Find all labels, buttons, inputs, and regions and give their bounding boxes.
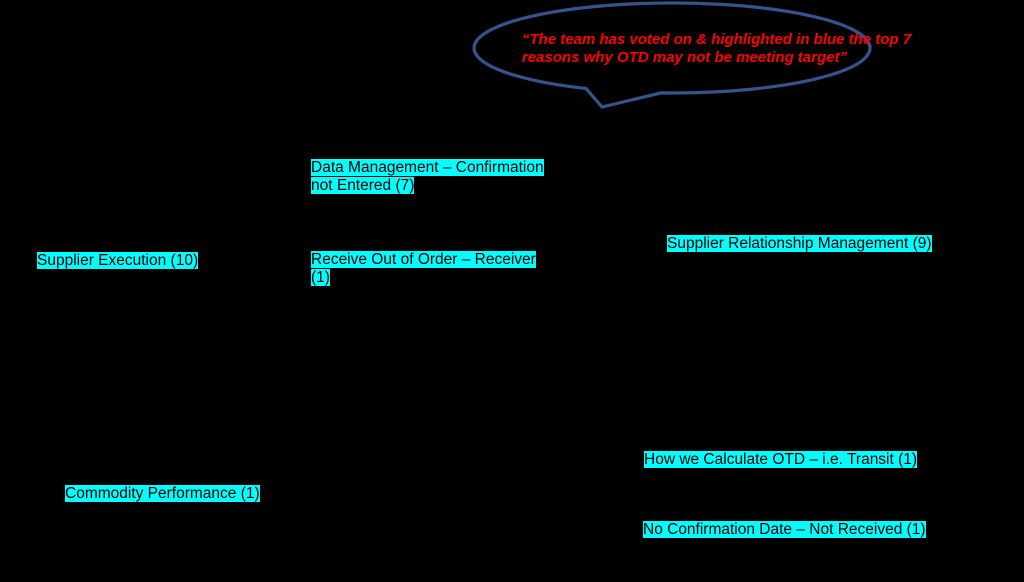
cause-label-text: Supplier Execution (10) [37,252,199,269]
cause-label-supplier-execution: Supplier Execution (10) [37,252,199,270]
cause-label-text: No Confirmation Date – Not Received (1) [643,521,926,538]
cause-label-text: Commodity Performance (1) [65,485,260,502]
cause-label-commodity-performance: Commodity Performance (1) [65,485,260,503]
callout-line-1: “The team has voted on & highlighted in … [522,31,912,48]
cause-label-data-management: Data Management – Confirmation not Enter… [311,159,551,195]
cause-label-text: Supplier Relationship Management (9) [667,235,932,252]
cause-label-supplier-relationship-management: Supplier Relationship Management (9) [667,235,932,253]
cause-label-receive-out-of-order: Receive Out of Order – Receiver (1) [311,251,539,287]
cause-label-text: How we Calculate OTD – i.e. Transit (1) [644,451,918,468]
callout-text: “The team has voted on & highlighted in … [522,31,911,67]
cause-label-text: Receive Out of Order – Receiver (1) [311,251,536,286]
cause-label-no-confirmation-date: No Confirmation Date – Not Received (1) [643,521,926,539]
cause-label-text: Data Management – Confirmation not Enter… [311,159,544,194]
callout-line-2: reasons why OTD may not be meeting targe… [522,49,848,66]
cause-label-how-we-calculate-otd: How we Calculate OTD – i.e. Transit (1) [644,451,918,469]
